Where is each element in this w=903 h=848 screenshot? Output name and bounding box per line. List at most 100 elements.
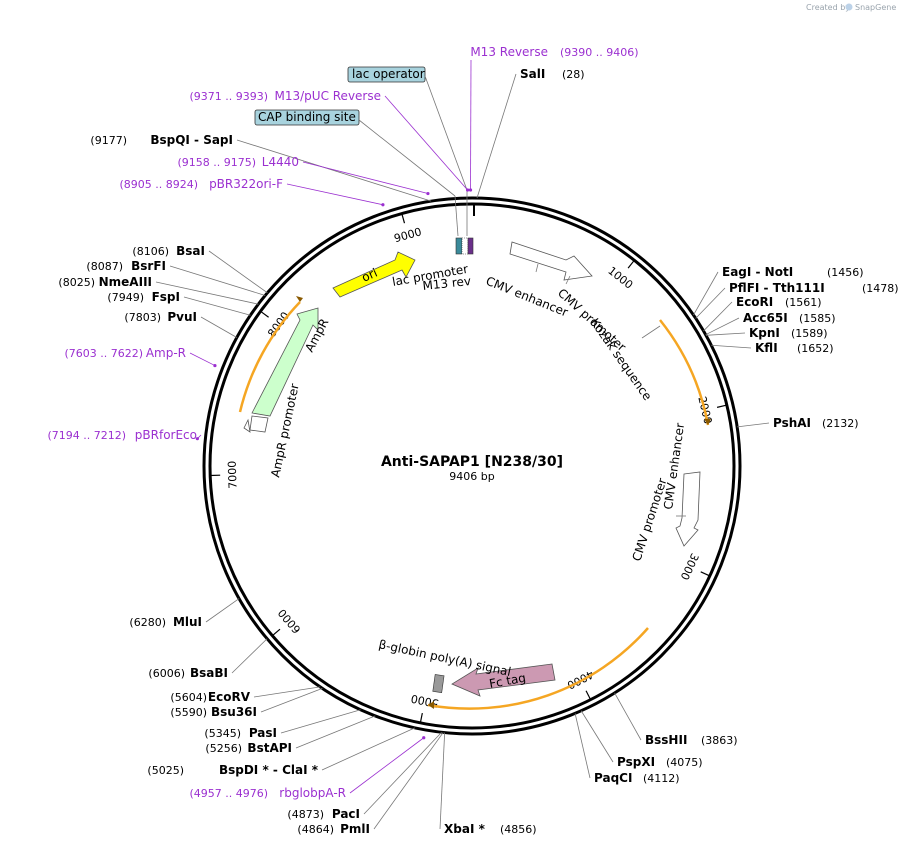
kozak-mark [641,325,661,339]
m13-rev-block[interactable] [467,237,474,255]
enzyme-name: PasI [249,726,277,740]
primer-leader [302,161,429,194]
primer-name: pBR322ori-F [209,177,283,191]
tick-label-6000: 6000 [275,606,303,636]
enzyme-position: (8087) [86,260,123,273]
enzyme-site-right-8[interactable]: BssHII(3863) [614,692,738,747]
primer-0[interactable]: M13 Reverse(9390 .. 9406) [468,45,639,192]
orf-arc-lower [427,627,649,710]
cmv-right-arrow[interactable] [675,471,701,547]
enzyme-leader [236,139,432,202]
ori-label: ori [360,266,380,285]
cmv-top-arrow[interactable] [509,241,593,281]
enzyme-position: (4856) [500,823,537,836]
enzyme-site-right-9[interactable]: PspXI(4075) [580,710,703,769]
enzyme-site-left-8[interactable]: MluI (6280) [129,598,240,629]
enzyme-leader [200,316,238,338]
enzyme-site-left-9[interactable]: PvuI(7803) [124,310,238,338]
enzyme-site-left-10[interactable]: FspI(7949) [107,290,251,316]
primer-6[interactable]: rbglobpA-R(4957 .. 4976) [189,736,426,800]
beta-globin-polya-block[interactable] [432,674,445,693]
enzyme-site-right-3[interactable]: EcoRI(1561) [703,295,822,332]
enzyme-site-left-13[interactable]: BsaI(8106) [132,244,268,294]
enzyme-site-left-11[interactable]: NmeAIII(8025) [58,275,259,305]
primer-3[interactable]: pBR322ori-F (8905 .. 8924) [119,177,385,207]
enzyme-leader [231,638,268,674]
fc-tag-label: Fc tag [488,671,527,691]
enzyme-name: EcoRI [736,295,773,309]
beta-globin-polya-label: β-globin poly(A) signal [377,637,512,679]
enzyme-site-left-1[interactable]: PacI(4873) [287,731,442,821]
enzyme-leader [439,732,446,830]
enzyme-position: (5256) [205,742,242,755]
lac-promoter-block[interactable] [455,237,463,255]
backbone-inner [208,202,736,730]
primer-4[interactable]: Amp-R(7603 .. 7622) [64,346,217,368]
enzyme-site-right-0[interactable]: SalI(28) [476,67,585,199]
enzyme-name: BspQI - SapI [150,133,233,147]
cap-binding-site-box[interactable] [254,109,360,126]
cap-binding-site-box-label: CAP binding site [258,110,356,124]
enzyme-name: BsrFI [131,259,166,273]
enzyme-leader [580,710,614,763]
primer-range: (8905 .. 8924) [119,178,198,191]
lac-operator-box[interactable] [347,66,426,83]
primer-site-mark [381,203,385,207]
enzyme-leader [695,287,726,319]
enzyme-position: (5025) [147,764,184,777]
enzyme-site-right-5[interactable]: KpnI(1589) [705,326,828,340]
credit-brand: SnapGene [855,3,896,12]
primer-5[interactable]: pBRforEco(7194 .. 7212) [47,428,202,442]
enzyme-site-left-5[interactable]: Bsu36I(5590) [170,687,323,719]
ampr-promoter-arrow[interactable] [243,415,269,433]
enzyme-name: MluI [173,615,202,629]
orf-arrowhead-ampr [296,296,303,302]
enzyme-site-right-7[interactable]: PshAI(2132) [737,416,859,430]
primer-2[interactable]: L4440(9158 .. 9175) [177,155,430,196]
plasmid-title: Anti-SAPAP1 [N238/30] [381,454,563,470]
primer-leader [349,737,425,794]
lac-operator-block[interactable] [461,237,469,255]
enzyme-leader [614,692,642,741]
enzyme-site-left-6[interactable]: EcoRV(5604) [170,686,321,704]
primer-site-mark [213,363,217,368]
enzyme-site-right-6[interactable]: KflI(1652) [711,341,834,355]
enzyme-name: PflFI - Tth111I [729,281,825,295]
enzyme-leader [737,422,770,428]
enzyme-site-left-14[interactable]: BspQI - SapI(9177) [90,133,432,202]
enzyme-name: FspI [152,290,180,304]
ori-feature-arrow[interactable] [332,251,416,298]
enzyme-position: (1585) [799,312,836,325]
enzyme-site-left-4[interactable]: PasI(5345) [204,709,361,740]
enzyme-site-left-7[interactable]: BsaBI(6006) [148,638,268,680]
orf-arrowhead-lower [428,701,434,709]
enzyme-site-left-0[interactable]: PmlI(4864) [297,732,444,836]
enzyme-site-right-11[interactable]: XbaI *(4856) [439,732,537,836]
enzyme-name: PaqCI [594,771,632,785]
enzyme-site-right-1[interactable]: EagI - NotI(1456) [693,265,864,316]
primer-name: pBRforEco [135,428,197,442]
primer-name: rbglobpA-R [279,786,346,800]
enzyme-position: (8106) [132,245,169,258]
lac-operator-leader [424,75,468,191]
enzyme-leader [321,727,415,771]
primer-site-mark [468,188,473,192]
enzyme-leader [280,709,361,734]
enzyme-site-right-4[interactable]: Acc65I(1585) [705,311,836,336]
tick-label-9000: 9000 [393,225,423,245]
enzyme-name: PmlI [340,822,370,836]
enzyme-site-left-2[interactable]: BspDI * - ClaI *(5025) [147,727,415,777]
enzyme-site-right-10[interactable]: PaqCI(4112) [574,713,680,785]
enzyme-labels-left: PmlI(4864)PacI(4873)BspDI * - ClaI *(502… [58,133,444,836]
ampr-feature-arrow[interactable] [251,307,319,417]
enzyme-position: (6280) [129,616,166,629]
enzyme-site-left-3[interactable]: BstAPI(5256) [205,715,376,755]
enzyme-site-left-12[interactable]: BsrFI (8087) [86,259,266,296]
enzyme-leader [705,317,740,336]
enzyme-name: PacI [332,807,360,821]
fc-tag-arrow[interactable] [451,663,556,697]
enzyme-name: BssHII [645,733,687,747]
primer-1[interactable]: M13/pUC Reverse(9371 .. 9393) [189,89,470,192]
plasmid-length: 9406 bp [449,470,494,483]
enzyme-site-right-2[interactable]: PflFI - Tth111I(1478) [695,281,899,319]
